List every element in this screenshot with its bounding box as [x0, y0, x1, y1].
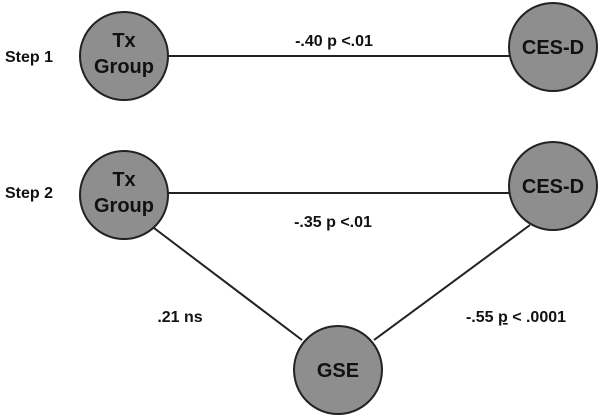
- node-step2-cesd: CES-D: [508, 141, 598, 231]
- node-circle: [79, 11, 169, 101]
- node-label-line1: Tx: [112, 30, 135, 52]
- node-label: GSE: [317, 360, 359, 382]
- node-label-line1: Tx: [112, 169, 135, 191]
- edge-label-step1-tx-cesd: -.40 p <.01: [295, 33, 373, 50]
- coef-p-underlined: p: [498, 309, 508, 326]
- coef-threshold: < .0001: [508, 309, 566, 326]
- node-label-line2: Group: [94, 56, 154, 78]
- edge-step2-tx-to-gse: [149, 224, 303, 341]
- node-step2-tx-group: Tx Group: [79, 150, 169, 240]
- coef-value: -.55: [466, 309, 498, 326]
- node-circle: [79, 150, 169, 240]
- edge-step2-gse-to-cesd: [373, 224, 531, 341]
- node-circle: [508, 2, 598, 92]
- node-step1-cesd: CES-D: [508, 2, 598, 92]
- node-step2-gse: GSE: [293, 325, 383, 415]
- step-2-label: Step 2: [5, 185, 53, 202]
- step-1-label: Step 1: [5, 49, 53, 66]
- node-label-line2: Group: [94, 195, 154, 217]
- node-label: CES-D: [522, 176, 584, 198]
- edge-label-step2-tx-gse: .21 ns: [157, 309, 202, 326]
- node-label: CES-D: [522, 37, 584, 59]
- edge-label-step2-tx-cesd: -.35 p <.01: [294, 214, 372, 231]
- node-circle: [293, 325, 383, 415]
- edge-label-step2-gse-cesd: -.55 p < .0001: [466, 309, 566, 326]
- node-step1-tx-group: Tx Group: [79, 11, 169, 101]
- node-circle: [508, 141, 598, 231]
